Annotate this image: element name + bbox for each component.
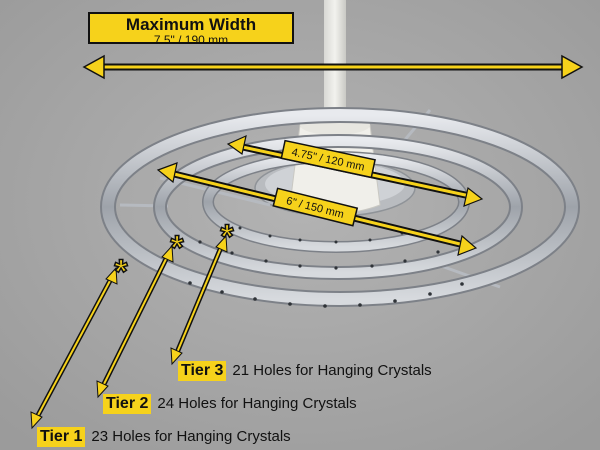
tier-3-description: 21 Holes for Hanging Crystals — [232, 362, 432, 379]
tier-2-row: Tier 2 24 Holes for Hanging Crystals — [103, 394, 357, 414]
tier-1-description: 23 Holes for Hanging Crystals — [91, 428, 291, 445]
crystal-holes — [188, 226, 464, 308]
svg-text:*: * — [170, 229, 184, 267]
max-width-value: 7.5" / 190 mm — [153, 33, 229, 47]
tier-1-tag: Tier 1 — [37, 427, 86, 447]
max-width-callout: Maximum Width 7.5" / 190 mm — [88, 12, 294, 47]
ring-tier-1 — [100, 107, 580, 307]
ring-tier-2 — [153, 134, 523, 280]
svg-text:*: * — [114, 253, 128, 291]
max-width-title: Maximum Width — [125, 15, 257, 34]
tier-2-description: 24 Holes for Hanging Crystals — [157, 395, 357, 412]
tier-2-pointer — [96, 244, 174, 399]
tier-1-row: Tier 1 23 Holes for Hanging Crystals — [37, 427, 291, 447]
tier-3-row: Tier 3 21 Holes for Hanging Crystals — [178, 361, 432, 381]
tier-3-tag: Tier 3 — [178, 361, 227, 381]
tier-1-pointer — [30, 266, 118, 430]
asterisk-icon: * * * — [114, 217, 236, 292]
tier-3-pointer — [170, 234, 228, 366]
svg-text:*: * — [220, 218, 234, 256]
tier-2-tag: Tier 2 — [103, 394, 152, 414]
max-width-arrow — [82, 54, 584, 80]
